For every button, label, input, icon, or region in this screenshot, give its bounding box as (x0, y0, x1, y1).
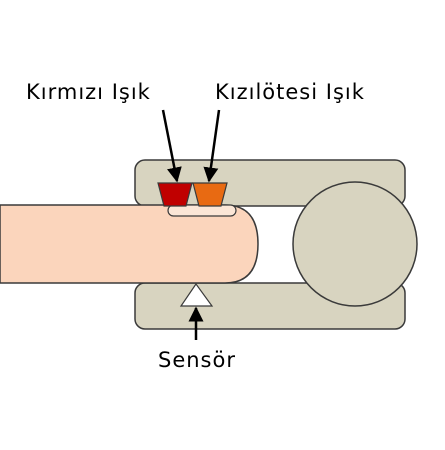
sensor-label: Sensör (158, 348, 236, 372)
red-led-icon (157, 182, 193, 207)
fingernail (167, 204, 237, 217)
sensor-icon (179, 282, 214, 307)
red-light-arrow (161, 109, 182, 183)
infrared-light-label: Kızılötesi Işık (215, 80, 365, 104)
finger (0, 204, 259, 284)
infrared-light-arrow (203, 109, 221, 183)
finger-shape (0, 204, 259, 284)
hinge-icon (292, 181, 418, 307)
infrared-led-icon (192, 182, 228, 207)
red-light-label: Kırmızı Işık (26, 80, 151, 104)
